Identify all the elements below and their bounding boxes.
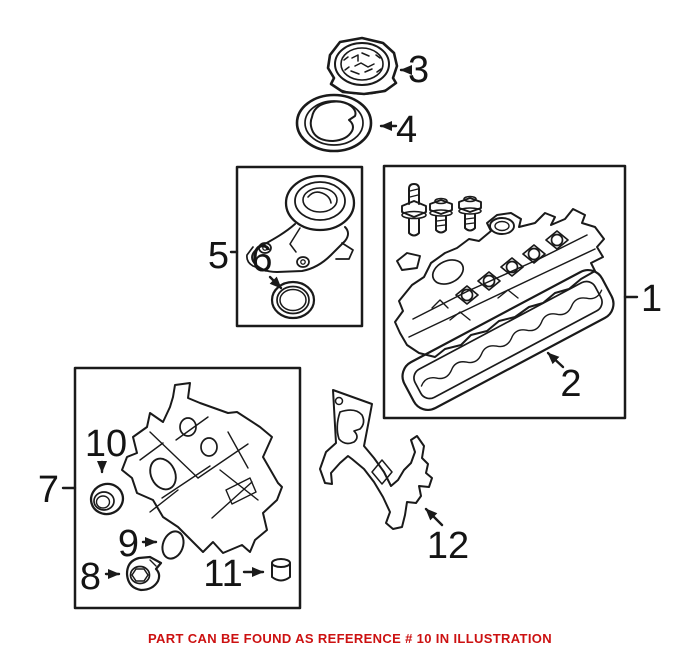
callout-10: 10 xyxy=(85,423,127,474)
callout-2: 2 xyxy=(546,351,582,405)
callout-3-label: 3 xyxy=(408,49,429,91)
callout-1-label: 1 xyxy=(641,278,662,320)
small-seal-piece-part xyxy=(396,252,421,271)
timing-cover-box xyxy=(73,366,302,610)
callout-4: 4 xyxy=(379,109,417,151)
timing-cover-part xyxy=(121,382,283,554)
plug-part xyxy=(125,555,163,592)
callout-5-label: 5 xyxy=(208,235,229,277)
callout-2-arrow xyxy=(546,351,565,369)
cover-bolt-2-part xyxy=(429,197,453,234)
callout-9: 9 xyxy=(118,523,158,565)
cap-gasket-part xyxy=(295,93,373,153)
callout-8-label: 8 xyxy=(80,556,101,598)
callout-3: 3 xyxy=(399,49,429,91)
callout-6-label: 6 xyxy=(251,238,272,280)
callout-12-arrow xyxy=(424,507,444,527)
callout-9-label: 9 xyxy=(118,523,139,565)
crankshaft-seal-part xyxy=(89,482,125,516)
oil-filler-cap-part xyxy=(326,36,399,96)
callout-7: 7 xyxy=(38,469,77,511)
callout-10-label: 10 xyxy=(85,423,127,465)
valve-cover-part xyxy=(394,208,605,358)
filler-neck-box xyxy=(235,165,364,328)
valve-cover-box xyxy=(382,164,627,420)
callout-12-label: 12 xyxy=(427,525,469,567)
cover-bolt-3-part xyxy=(458,195,482,232)
callout-5: 5 xyxy=(208,235,239,277)
valve-cover-gasket-part xyxy=(401,269,615,411)
callout-2-label: 2 xyxy=(560,363,581,405)
callout-8: 8 xyxy=(80,556,121,598)
timing-cover-gasket-part xyxy=(319,389,433,530)
callout-11: 11 xyxy=(203,553,265,595)
callout-4-label: 4 xyxy=(396,109,417,151)
reference-footnote: PART CAN BE FOUND AS REFERENCE # 10 IN I… xyxy=(147,631,553,646)
filler-gasket-part xyxy=(270,280,316,320)
filler-neck-part xyxy=(246,174,356,273)
cover-bolt-1-part xyxy=(401,183,427,237)
dowel-part xyxy=(271,558,291,582)
callout-12: 12 xyxy=(424,507,469,567)
callout-7-label: 7 xyxy=(38,469,59,511)
callout-11-label: 11 xyxy=(203,553,242,595)
callout-6: 6 xyxy=(251,238,283,290)
callout-1: 1 xyxy=(623,278,662,320)
o-ring-part xyxy=(161,530,185,560)
